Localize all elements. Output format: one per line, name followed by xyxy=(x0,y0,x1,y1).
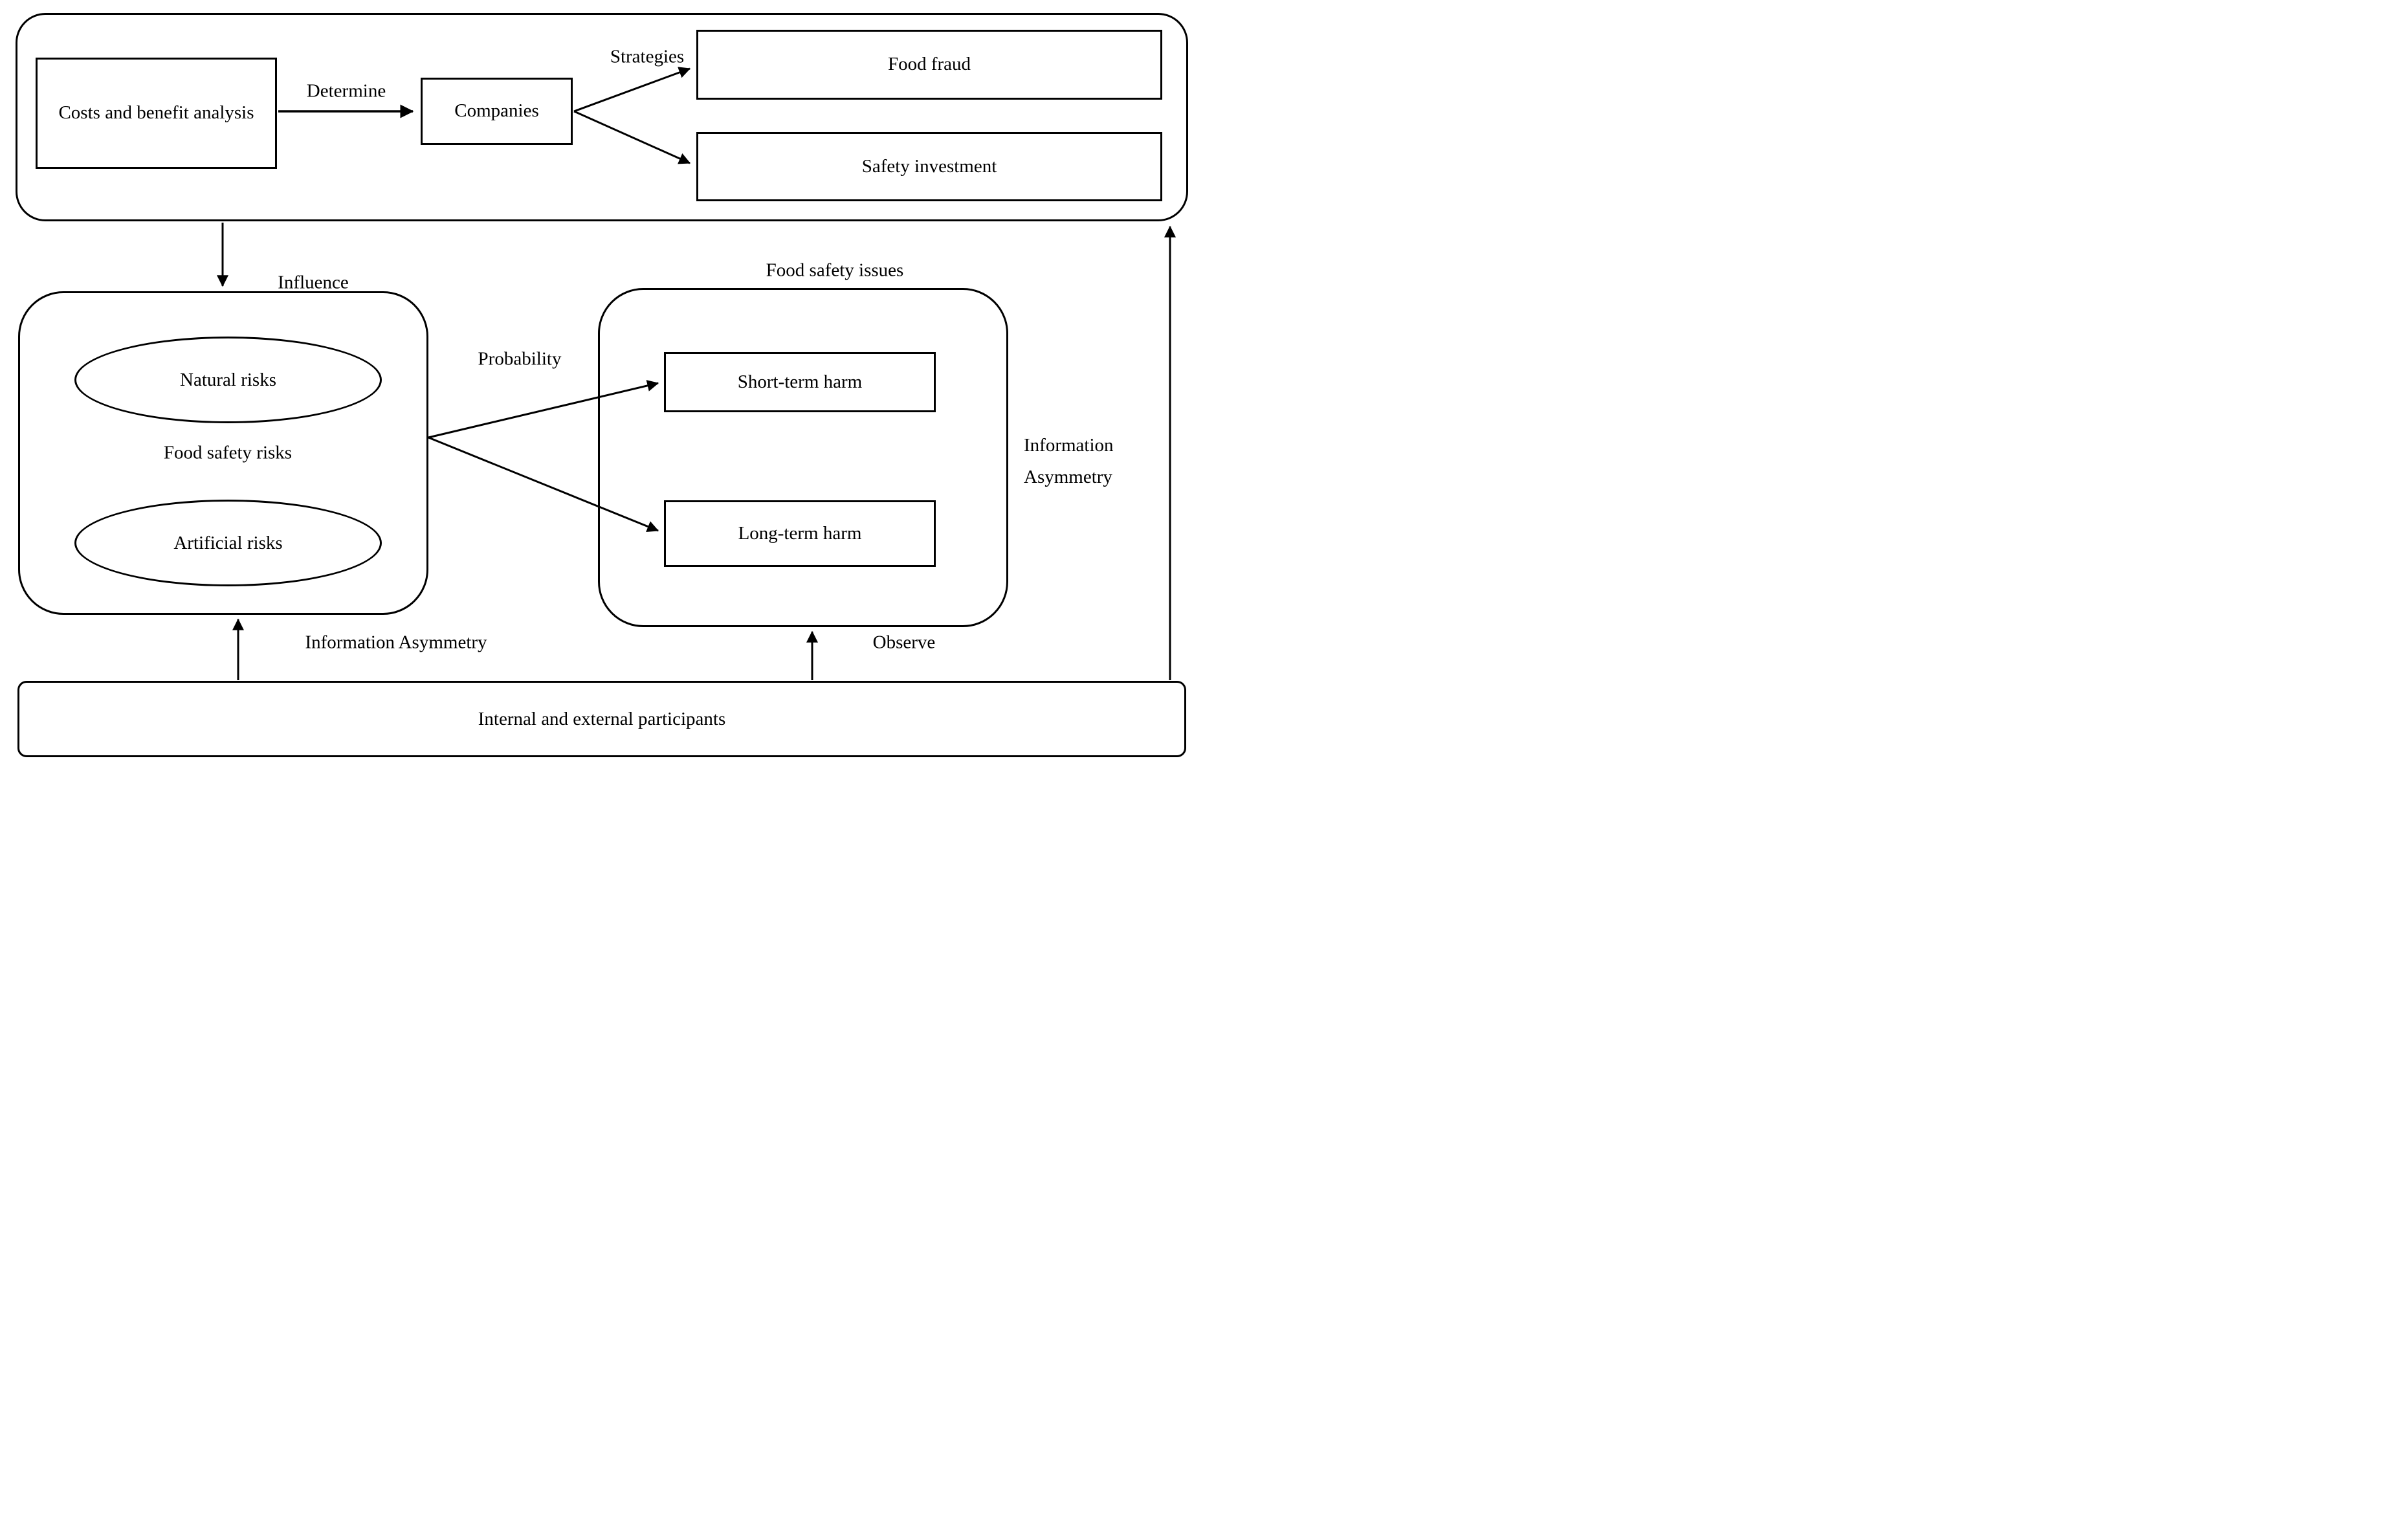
companies-label: Companies xyxy=(454,100,539,122)
determine-label: Determine xyxy=(306,80,386,102)
natural-risks-ellipse: Natural risks xyxy=(74,337,382,423)
food-safety-risks-label: Food safety risks xyxy=(163,442,293,463)
long-term-harm-box: Long-term harm xyxy=(664,500,936,567)
companies-box: Companies xyxy=(421,78,573,145)
strategies-label: Strategies xyxy=(610,46,685,67)
observe-label: Observe xyxy=(872,632,936,653)
probability-label: Probability xyxy=(478,348,562,370)
food-safety-issues-label: Food safety issues xyxy=(766,260,904,281)
participants-label: Internal and external participants xyxy=(478,708,726,729)
information-asymmetry-bottom-label: Information Asymmetry xyxy=(305,632,487,653)
short-term-harm-box: Short-term harm xyxy=(664,352,936,412)
companies-strategy-container xyxy=(16,13,1188,221)
food-safety-issues-container xyxy=(598,288,1008,627)
short-term-harm-label: Short-term harm xyxy=(737,371,863,392)
food-safety-flow-diagram: Costs and benefit analysis Companies Foo… xyxy=(0,0,1204,764)
food-fraud-label: Food fraud xyxy=(887,54,971,75)
costs-benefit-analysis-box: Costs and benefit analysis xyxy=(36,58,277,169)
food-fraud-box: Food fraud xyxy=(696,30,1162,100)
influence-label: Influence xyxy=(278,272,349,293)
safety-investment-label: Safety investment xyxy=(861,155,997,177)
natural-risks-label: Natural risks xyxy=(180,369,276,390)
artificial-risks-ellipse: Artificial risks xyxy=(74,500,382,586)
costs-benefit-analysis-label: Costs and benefit analysis xyxy=(58,102,254,124)
artificial-risks-label: Artificial risks xyxy=(173,532,283,553)
food-safety-risks-container xyxy=(18,291,428,615)
participants-bar: Internal and external participants xyxy=(17,681,1186,757)
safety-investment-box: Safety investment xyxy=(696,132,1162,201)
information-asymmetry-side-label: Information Asymmetry xyxy=(1024,435,1114,487)
long-term-harm-label: Long-term harm xyxy=(738,522,862,544)
